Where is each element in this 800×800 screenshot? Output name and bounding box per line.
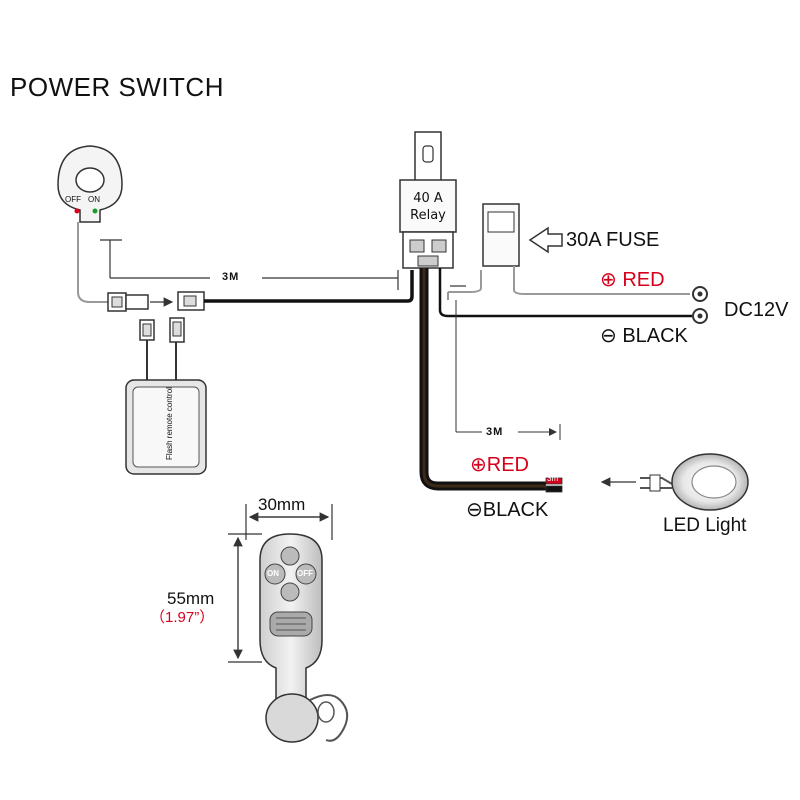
battery-black-wire bbox=[438, 268, 692, 318]
led-light bbox=[640, 453, 749, 511]
connector-mark: 3m bbox=[547, 474, 559, 483]
switch-off-label: OFF bbox=[65, 195, 81, 204]
controller-label: Flash remote control bbox=[165, 387, 174, 460]
led-light-label: LED Light bbox=[663, 515, 747, 536]
remote-dimensions bbox=[228, 504, 333, 663]
remote-height-label: 55mm bbox=[167, 589, 215, 608]
fuse-label: 30A FUSE bbox=[566, 229, 660, 251]
remote-control bbox=[259, 533, 349, 743]
fuse-holder bbox=[448, 203, 690, 295]
battery-terminals bbox=[692, 286, 708, 324]
remote-height-inch: （1.97”） bbox=[150, 609, 215, 626]
off-indicator-icon bbox=[74, 208, 80, 214]
output-black-label: ⊖BLACK bbox=[466, 499, 549, 521]
remote-off-button: OFF bbox=[297, 569, 313, 578]
switch-on-label: ON bbox=[88, 195, 100, 204]
flash-remote-controller bbox=[125, 379, 207, 475]
page-title: POWER SWITCH bbox=[10, 72, 224, 102]
load-connector bbox=[545, 477, 563, 493]
switch-to-relay-wire bbox=[204, 270, 414, 303]
battery-voltage-label: DC12V bbox=[724, 299, 789, 321]
battery-red-label: ⊕ RED bbox=[600, 269, 665, 291]
load-cable-dimension bbox=[455, 300, 561, 440]
switch-cable-dimension bbox=[100, 239, 399, 290]
output-red-label: ⊕RED bbox=[470, 454, 529, 476]
relay-rating: 40 A bbox=[413, 191, 443, 206]
switch-cable bbox=[77, 222, 108, 303]
remote-width-label: 30mm bbox=[258, 495, 306, 514]
relay bbox=[399, 131, 457, 269]
load-cable-length: 3M bbox=[486, 426, 504, 438]
keyring-icon bbox=[309, 694, 349, 742]
switch-connector bbox=[107, 291, 205, 312]
on-indicator-icon bbox=[92, 208, 98, 214]
battery-black-label: ⊖ BLACK bbox=[600, 325, 688, 347]
switch-cable-length: 3M bbox=[222, 271, 240, 283]
controller-connectors bbox=[139, 317, 185, 382]
fuse-arrow-icon bbox=[528, 226, 563, 254]
remote-on-button: ON bbox=[267, 569, 279, 578]
relay-label: Relay bbox=[410, 208, 446, 223]
power-switch bbox=[57, 145, 123, 223]
